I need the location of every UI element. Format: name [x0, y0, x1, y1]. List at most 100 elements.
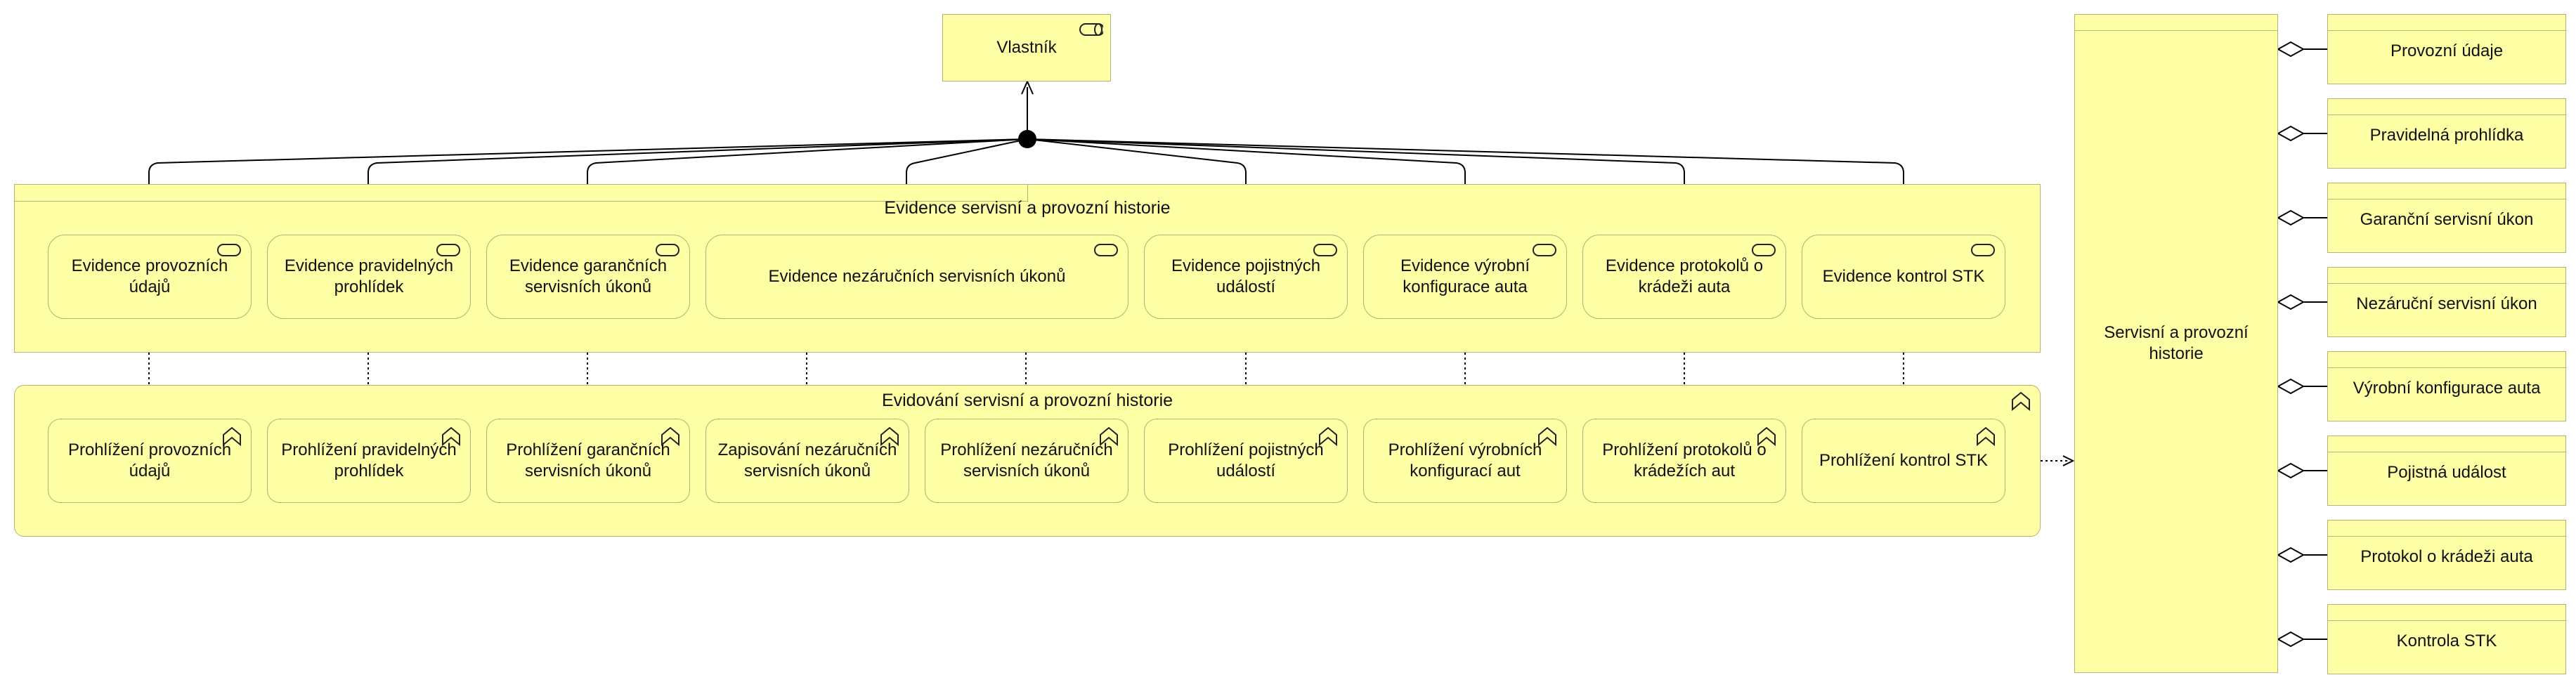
group-tab: [15, 185, 1028, 202]
function-icon: [1319, 426, 1337, 446]
assignment-line: [1027, 138, 1685, 235]
service-label: Evidence nezáručních servisních úkonů: [768, 267, 1066, 286]
object-label: Pravidelná prohlídka: [2369, 126, 2524, 145]
service-pravidelne-prohlidky[interactable]: Evidence pravidelných prohlídek: [267, 235, 471, 319]
object-pravidelna-prohlidka[interactable]: Pravidelná prohlídka: [2327, 98, 2566, 169]
service-label: Evidence výrobní konfigurace auta: [1400, 256, 1530, 296]
function-prohlizeni-pravidelnych-prohlidek[interactable]: Prohlížení pravidelných prohlídek: [267, 419, 471, 503]
service-icon: [1313, 244, 1337, 256]
object-label: Pojistná událost: [2387, 463, 2506, 482]
function-icon: [880, 426, 899, 446]
function-label: Prohlížení pojistných událostí: [1168, 440, 1324, 480]
function-icon: [1977, 426, 1995, 446]
service-icon: [1533, 244, 1556, 256]
object-label: Protokol o krádeži auta: [2360, 547, 2533, 566]
object-header-line: [2328, 367, 2565, 368]
service-icon: [217, 244, 241, 256]
function-prohlizeni-provoznich-udaju[interactable]: Prohlížení provozních údajů: [48, 419, 252, 503]
aggregate-object[interactable]: Servisní a provozní historie: [2074, 14, 2278, 673]
service-kontroly-stk[interactable]: Evidence kontrol STK: [1802, 235, 2005, 319]
function-icon: [661, 426, 679, 446]
object-header-line: [2328, 620, 2565, 621]
function-zapisovani-nezarucnich-ukonu[interactable]: Zapisování nezáručních servisních úkonů: [705, 419, 909, 503]
function-prohlizeni-protokolu-kradezi[interactable]: Prohlížení protokolů o krádežích aut: [1582, 419, 1786, 503]
function-label: Prohlížení provozních údajů: [67, 440, 232, 480]
function-label: Zapisování nezáručních servisních úkonů: [717, 440, 897, 480]
function-label: Prohlížení protokolů o krádežích aut: [1602, 440, 1767, 480]
aggregation-diamond: [2276, 462, 2305, 479]
object-label: Nezáruční servisní úkon: [2356, 294, 2537, 313]
aggregation-diamond: [2276, 125, 2305, 142]
aggregation-diamond: [2276, 209, 2305, 226]
function-icon: [1100, 426, 1118, 446]
service-protokoly-kradeze[interactable]: Evidence protokolů o krádeži auta: [1582, 235, 1786, 319]
role-icon: [1079, 23, 1103, 36]
service-icon: [1094, 244, 1118, 256]
object-protokol-kradeze[interactable]: Protokol o krádeži auta: [2327, 520, 2566, 590]
object-header-line: [2328, 283, 2565, 284]
function-prohlizeni-pojistnych-udalosti[interactable]: Prohlížení pojistných událostí: [1144, 419, 1348, 503]
assignment-line: [1027, 138, 1466, 235]
function-label: Prohlížení nezáručních servisních úkonů: [940, 440, 1113, 480]
assignment-line: [1027, 138, 1247, 235]
aggregation-diamond: [2276, 631, 2305, 648]
service-vyrobni-konfigurace[interactable]: Evidence výrobní konfigurace auta: [1363, 235, 1567, 319]
object-label: Garanční servisní úkon: [2360, 210, 2534, 229]
services-group-title: Evidence servisní a provozní historie: [884, 198, 1171, 218]
function-icon: [1757, 426, 1776, 446]
object-header-line: [2328, 536, 2565, 537]
object-garancni-ukon[interactable]: Garanční servisní úkon: [2327, 183, 2566, 253]
aggregation-diamond: [2276, 547, 2305, 563]
junction-dot: [1018, 130, 1036, 148]
object-vyrobni-konfigurace[interactable]: Výrobní konfigurace auta: [2327, 351, 2566, 421]
object-provozni-udaje[interactable]: Provozní údaje: [2327, 14, 2566, 84]
assignment-line: [587, 138, 1028, 235]
service-garancni-ukony[interactable]: Evidence garančních servisních úkonů: [486, 235, 690, 319]
service-label: Evidence garančních servisních úkonů: [509, 256, 668, 296]
service-nezarucni-ukony[interactable]: Evidence nezáručních servisních úkonů: [705, 235, 1128, 319]
function-icon: [223, 426, 241, 446]
object-label: Výrobní konfigurace auta: [2353, 379, 2541, 398]
function-icon: [1538, 426, 1556, 446]
object-nezarucni-ukon[interactable]: Nezáruční servisní úkon: [2327, 267, 2566, 337]
arrow-head: [1021, 79, 1034, 95]
function-prohlizeni-vyrobnich-konfiguraci[interactable]: Prohlížení výrobních konfigurací aut: [1363, 419, 1567, 503]
assignment-line: [906, 138, 1028, 235]
aggregation-diamond: [2276, 378, 2305, 395]
function-label: Prohlížení pravidelných prohlídek: [281, 440, 457, 480]
function-label: Prohlížení výrobních konfigurací aut: [1388, 440, 1542, 480]
service-label: Evidence protokolů o krádeži auta: [1605, 256, 1764, 296]
service-label: Evidence pojistných událostí: [1171, 256, 1321, 296]
function-label: Prohlížení kontrol STK: [1819, 451, 1989, 470]
service-icon: [436, 244, 460, 256]
assignment-line: [1027, 138, 1904, 235]
functions-group-title: Evidování servisní a provozní historie: [881, 391, 1173, 410]
service-icon: [1971, 244, 1995, 256]
aggregation-diamond: [2276, 294, 2305, 310]
object-label: Kontrola STK: [2396, 632, 2497, 650]
function-prohlizeni-nezarucnich-ukonu[interactable]: Prohlížení nezáručních servisních úkonů: [925, 419, 1128, 503]
role-label: Vlastník: [996, 38, 1057, 57]
object-kontrola-stk[interactable]: Kontrola STK: [2327, 604, 2566, 674]
service-label: Evidence pravidelných prohlídek: [284, 256, 454, 296]
role-vlastnik[interactable]: Vlastník: [942, 14, 1111, 81]
function-label: Prohlížení garančních servisních úkonů: [506, 440, 670, 480]
function-prohlizeni-kontrol-stk[interactable]: Prohlížení kontrol STK: [1802, 419, 2005, 503]
service-pojistne-udalosti[interactable]: Evidence pojistných událostí: [1144, 235, 1348, 319]
object-pojistna-udalost[interactable]: Pojistná událost: [2327, 436, 2566, 506]
service-icon: [656, 244, 679, 256]
object-header-line: [2075, 30, 2277, 31]
object-header-line: [2328, 30, 2565, 31]
service-icon: [1752, 244, 1776, 256]
object-label: Provozní údaje: [2390, 41, 2504, 60]
aggregate-label: Servisní a provozní historie: [2104, 323, 2249, 363]
assignment-line: [148, 138, 1028, 235]
function-prohlizeni-garancnich-ukonu[interactable]: Prohlížení garančních servisních úkonů: [486, 419, 690, 503]
service-provozni-udaje[interactable]: Evidence provozních údajů: [48, 235, 252, 319]
access-arrow: [2062, 455, 2075, 466]
service-label: Evidence provozních údajů: [71, 256, 228, 296]
function-icon: [2012, 391, 2030, 411]
function-icon: [442, 426, 460, 446]
assignment-line: [367, 138, 1028, 235]
